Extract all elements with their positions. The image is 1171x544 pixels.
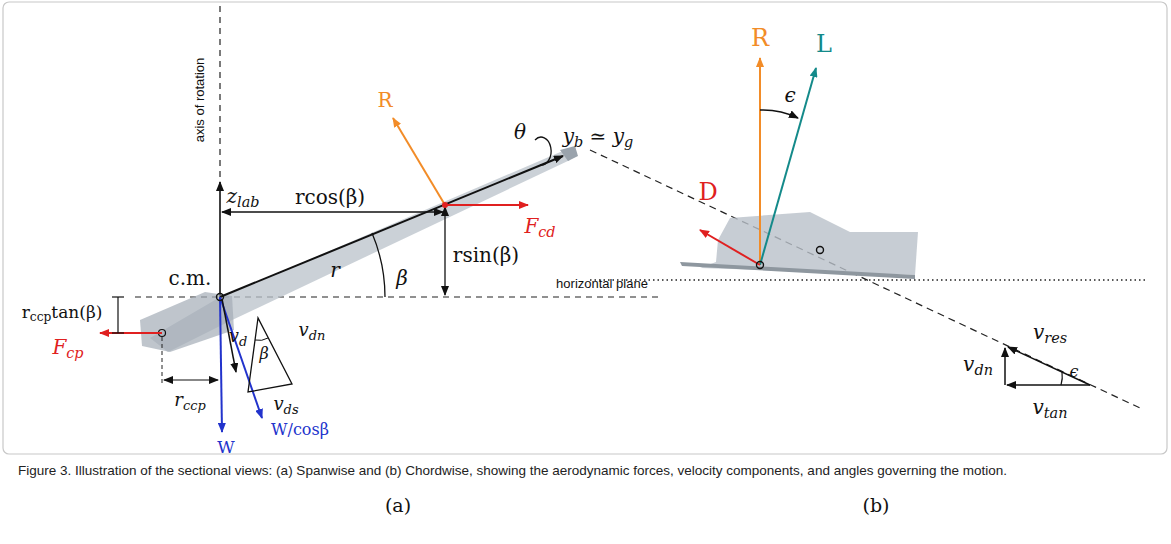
figure-label: W/cosβ [271, 421, 329, 439]
figure-label: yb ≃ yg [563, 125, 634, 147]
figure-label: ϵ [784, 84, 795, 106]
figure-label: ϵ [1070, 363, 1079, 381]
figure-label: θ [514, 121, 526, 143]
figure-label: β [259, 345, 268, 363]
figure-label: rccp [174, 390, 205, 410]
figure-label: W [217, 438, 234, 457]
figure-label: D [698, 179, 717, 205]
figure-label: horizontal plane [556, 277, 648, 291]
figure-label: Fcd [524, 215, 555, 237]
figure-label: rsin(β) [453, 244, 519, 266]
figure-label: rccptan(β) [22, 303, 103, 322]
figure-label: (a) [385, 495, 411, 516]
figure-label: r [330, 259, 340, 281]
figure-label: β [396, 267, 408, 289]
figure-label: vtan [1033, 396, 1068, 418]
figure-label: vd [229, 326, 247, 346]
figure-label: L [816, 31, 832, 57]
figure-label: vres [1033, 321, 1067, 343]
figure-label: axis of rotation [193, 58, 207, 143]
figure-label: rcos(β) [295, 186, 365, 208]
figure-label: zlab [227, 185, 260, 207]
figure-label: c.m. [169, 267, 212, 289]
figure-caption: Figure 3. Illustration of the sectional … [18, 462, 1153, 480]
figure-label: vdn [963, 353, 993, 375]
figure-label: vds [273, 394, 298, 414]
figure-label: Fcp [52, 336, 83, 358]
figure-label: (b) [863, 495, 890, 516]
figure-label: vdn [299, 320, 326, 340]
figure-label: R [751, 25, 769, 51]
figure-label: R [377, 89, 392, 111]
